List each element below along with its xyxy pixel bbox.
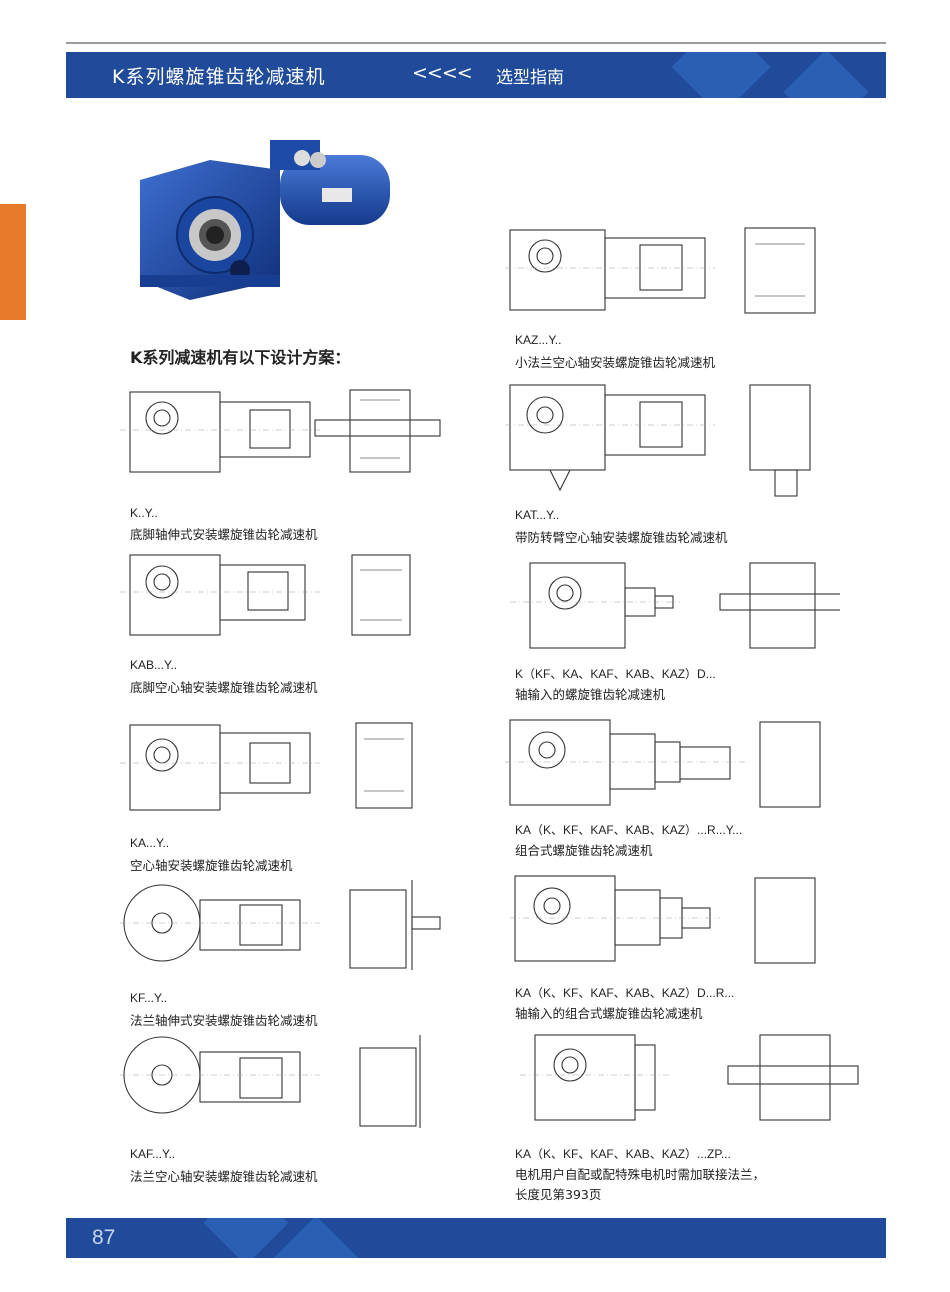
drawing-ka-y [120, 722, 413, 811]
header-arrows: <<<< [412, 62, 473, 84]
item-code: KA（K、KF、KAF、KAB、KAZ）...R...Y... [515, 823, 743, 837]
item-desc: 组合式螺旋锥齿轮减速机 [515, 843, 653, 858]
gearbox-photo [140, 140, 390, 300]
header-decoration [783, 52, 869, 98]
drawing-kaf-y [120, 1035, 421, 1128]
drawing-kaz-y [505, 227, 816, 314]
item-code: KA（K、KF、KAF、KAB、KAZ）D...R... [515, 986, 735, 1000]
item-desc-note: 长度见第393页 [515, 1187, 602, 1202]
item-code: KF...Y.. [130, 991, 168, 1005]
side-tab [0, 204, 26, 320]
drawing-ka-d-r [510, 875, 816, 964]
item-desc: 空心轴安装螺旋锥齿轮减速机 [130, 858, 293, 873]
drawing-kab-y [120, 554, 411, 636]
header-decoration [671, 52, 771, 98]
drawing-kat-y [505, 384, 811, 497]
footer-band: 87 [66, 1218, 886, 1258]
item-code: KAZ...Y.. [515, 333, 562, 347]
item-desc: 底脚空心轴安装螺旋锥齿轮减速机 [130, 680, 318, 695]
page-title: K系列螺旋锥齿轮减速机 [112, 66, 326, 88]
drawing-k-d [510, 562, 840, 649]
item-desc: 带防转臂空心轴安装螺旋锥齿轮减速机 [515, 530, 728, 545]
item-code: K（KF、KA、KAF、KAB、KAZ）D... [515, 667, 716, 681]
drawing-k-y [120, 389, 441, 473]
item-desc: 法兰轴伸式安装螺旋锥齿轮减速机 [130, 1013, 318, 1028]
intro-heading: K系列减速机有以下设计方案： [130, 348, 351, 367]
item-desc: 轴输入的螺旋锥齿轮减速机 [515, 687, 666, 702]
item-code: KAB...Y.. [130, 658, 178, 672]
item-desc: 小法兰空心轴安装螺旋锥齿轮减速机 [515, 355, 716, 370]
item-desc: 底脚轴伸式安装螺旋锥齿轮减速机 [130, 527, 318, 542]
header-band: K系列螺旋锥齿轮减速机 <<<< 选型指南 [66, 52, 886, 98]
item-code: KAF...Y.. [130, 1147, 176, 1161]
item-code: K..Y.. [130, 506, 158, 520]
drawing-ka-r-y [505, 719, 821, 808]
item-desc: 轴输入的组合式螺旋锥齿轮减速机 [515, 1006, 703, 1021]
drawing-kf-y [120, 880, 441, 970]
page-number: 87 [92, 1226, 116, 1249]
item-code: KAT...Y.. [515, 508, 560, 522]
drawing-ka-zp [520, 1034, 859, 1121]
item-code: KA（K、KF、KAF、KAB、KAZ）...ZP... [515, 1147, 731, 1161]
top-rule [66, 42, 886, 44]
item-code: KA...Y.. [130, 836, 170, 850]
section-subtitle: 选型指南 [496, 68, 564, 88]
item-desc: 法兰空心轴安装螺旋锥齿轮减速机 [130, 1169, 318, 1184]
item-desc: 电机用户自配或配特殊电机时需加联接法兰， [515, 1167, 766, 1182]
footer-decoration [203, 1218, 289, 1258]
